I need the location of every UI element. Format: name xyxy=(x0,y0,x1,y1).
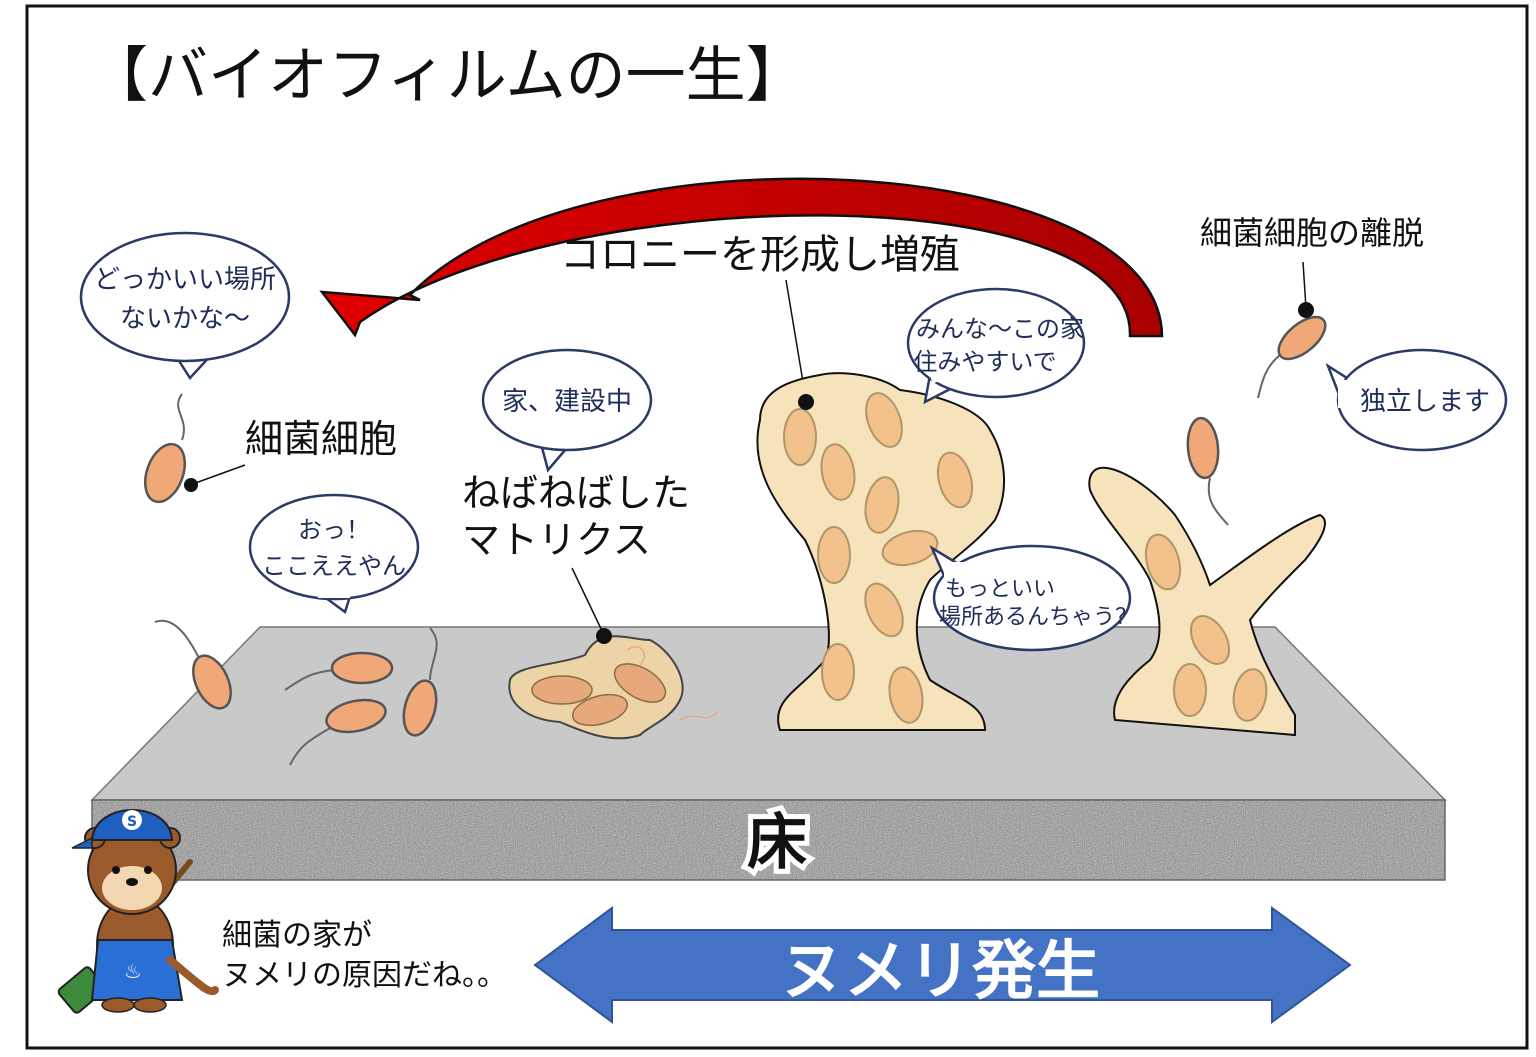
early-biofilm-matrix xyxy=(508,635,719,740)
bubble-1-line-1: どっかいい場所 xyxy=(94,265,276,295)
speech-bubble-3: 家、建設中 xyxy=(481,348,653,473)
dispersing-colony xyxy=(1088,466,1326,737)
mascot-caption-line-2: ヌメリの原因だね。。 xyxy=(222,958,507,993)
matrix-label-line-2: マトリクス xyxy=(462,518,651,562)
bubble-1-line-2: ないかな〜 xyxy=(120,304,250,334)
detached-bacteria xyxy=(1186,315,1327,526)
pointer-dot xyxy=(1298,302,1314,318)
matrix-label-line-1: ねばねばした xyxy=(462,471,690,515)
hot-spring-icon: ♨ xyxy=(124,959,142,983)
speech-bubble-2: おっ！ ここええやん xyxy=(248,493,420,615)
mascot-caption-line-1: 細菌の家が xyxy=(222,918,372,953)
slime-label: ヌメリ発生 xyxy=(780,935,1100,1009)
bacteria-cell-single xyxy=(143,393,187,504)
mature-colony xyxy=(756,372,1006,731)
bacteria-cell-label: 細菌細胞 xyxy=(245,417,397,461)
bubble-4-line-1: みんな〜この家 xyxy=(916,315,1084,343)
slime-double-arrow xyxy=(533,906,1352,1024)
floor-side xyxy=(91,799,1446,881)
diagram-title: 【バイオフィルムの一生】 xyxy=(88,41,806,111)
bubble-3-text: 家、建設中 xyxy=(502,387,632,417)
detachment-label: 細菌細胞の離脱 xyxy=(1200,214,1424,252)
bubble-6-text: 独立します xyxy=(1360,387,1490,417)
bubble-2-line-2: ここええやん xyxy=(262,552,406,580)
bacteria-group-floor xyxy=(154,619,438,766)
bubble-5-line-1: もっといい xyxy=(945,577,1055,602)
cycle-arrow xyxy=(319,177,1164,338)
floor-label: 床 xyxy=(747,808,807,878)
pointer-dot xyxy=(184,478,198,492)
bubble-5-line-2: 場所あるんちゃう？ xyxy=(939,605,1137,630)
matrix-pointer xyxy=(571,567,605,636)
svg-text:S: S xyxy=(127,814,137,830)
speech-bubble-1: どっかいい場所 ないかな〜 xyxy=(79,231,291,381)
bubble-2-line-1: おっ！ xyxy=(298,516,370,544)
bubble-4-line-2: 住みやすいで xyxy=(913,348,1056,376)
pointer-dot xyxy=(798,394,814,410)
speech-bubble-4: みんな〜この家 住みやすいで xyxy=(906,287,1086,405)
otter-cleaner-icon: ♨ S xyxy=(57,809,219,1014)
detachment-pointer xyxy=(1302,261,1307,309)
pointer-dot xyxy=(596,628,612,644)
bacteria-cell-pointer xyxy=(189,464,246,486)
speech-bubble-5: もっといい 場所あるんちゃう？ xyxy=(929,544,1137,652)
speech-bubble-6: 独立します xyxy=(1325,348,1508,452)
colony-label: コロニーを形成し増殖 xyxy=(560,232,960,278)
